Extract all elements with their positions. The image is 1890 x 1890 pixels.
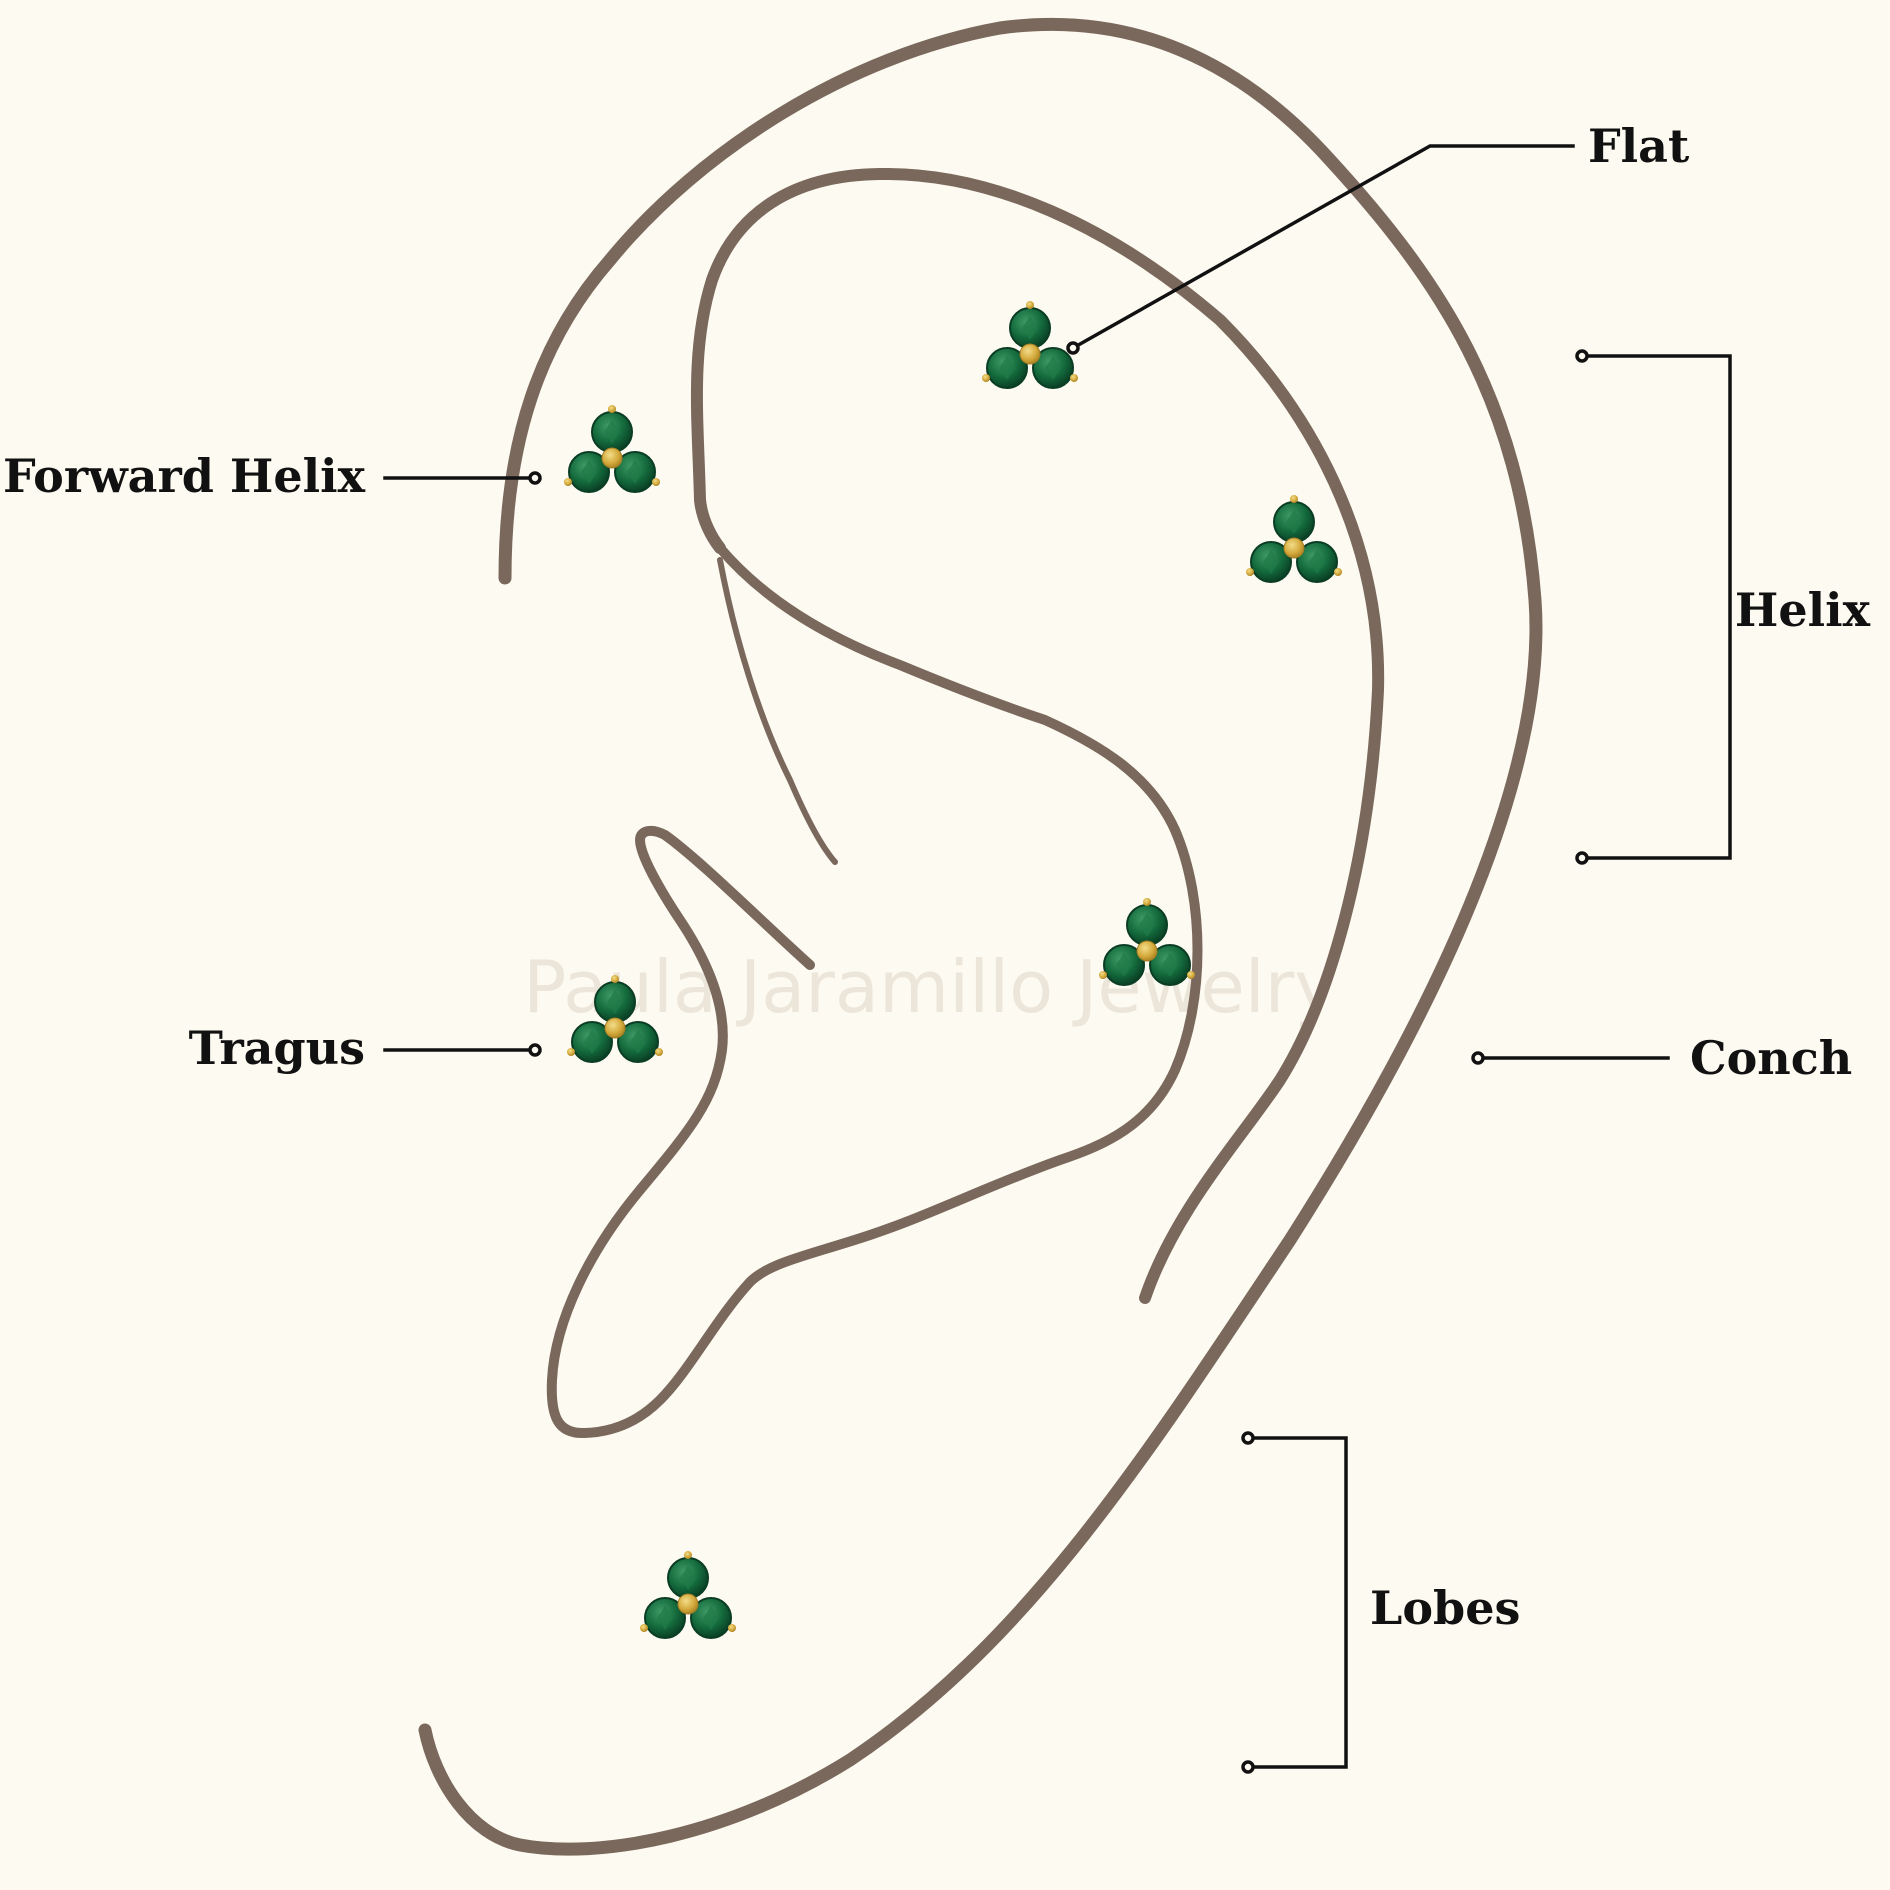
helix-bracket xyxy=(1580,354,1732,860)
label-tragus: Tragus xyxy=(189,1021,365,1075)
flat-leader-line xyxy=(1070,144,1575,351)
ear-outline xyxy=(418,17,1543,1856)
label-flat: Flat xyxy=(1588,119,1690,173)
labels: Flat Forward Helix Helix Tragus Conch Lo… xyxy=(3,119,1871,1635)
ear-crus xyxy=(717,557,838,865)
conch-anchor-dot xyxy=(1471,1051,1485,1065)
trinity-emerald-stud-icon xyxy=(1245,494,1343,583)
ear-antihelix-inner xyxy=(546,543,1203,1439)
trinity-emerald-stud-icon xyxy=(981,300,1079,389)
trinity-emerald-stud-icon xyxy=(563,404,661,493)
watermark-text: Paula Jaramillo Jewelry xyxy=(523,945,1337,1029)
flat-anchor-dot xyxy=(1066,341,1080,355)
lobes-bracket-dot-bottom xyxy=(1241,1760,1255,1774)
label-forward-helix: Forward Helix xyxy=(3,449,366,503)
label-lobes: Lobes xyxy=(1370,1581,1520,1635)
label-helix: Helix xyxy=(1735,583,1871,637)
label-conch: Conch xyxy=(1690,1031,1852,1085)
lobes-bracket xyxy=(1246,1436,1348,1769)
helix-bracket-dot-top xyxy=(1575,349,1589,363)
helix-bracket-dot-bottom xyxy=(1575,851,1589,865)
trinity-emerald-stud-icon xyxy=(639,1550,737,1639)
forward-helix-anchor-dot xyxy=(528,471,542,485)
callouts xyxy=(383,144,1732,1774)
ear-outer-rim xyxy=(418,17,1543,1856)
lobes-bracket-dot-top xyxy=(1241,1431,1255,1445)
tragus-anchor-dot xyxy=(528,1043,542,1057)
ear-antihelix-outer xyxy=(690,167,1385,1304)
